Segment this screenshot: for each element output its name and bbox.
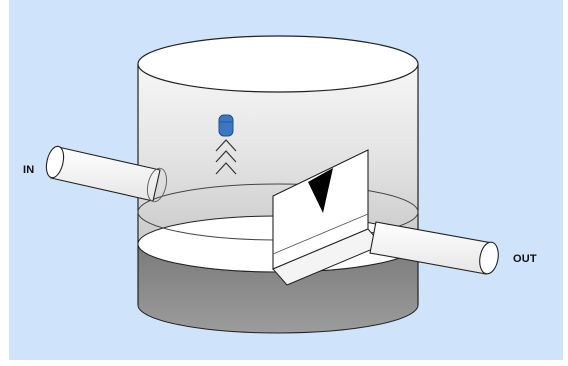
- level-sensor-icon: [219, 115, 233, 136]
- tank-top-rim: [138, 36, 418, 92]
- inlet-label: IN: [23, 164, 34, 176]
- outlet-label: OUT: [513, 253, 537, 265]
